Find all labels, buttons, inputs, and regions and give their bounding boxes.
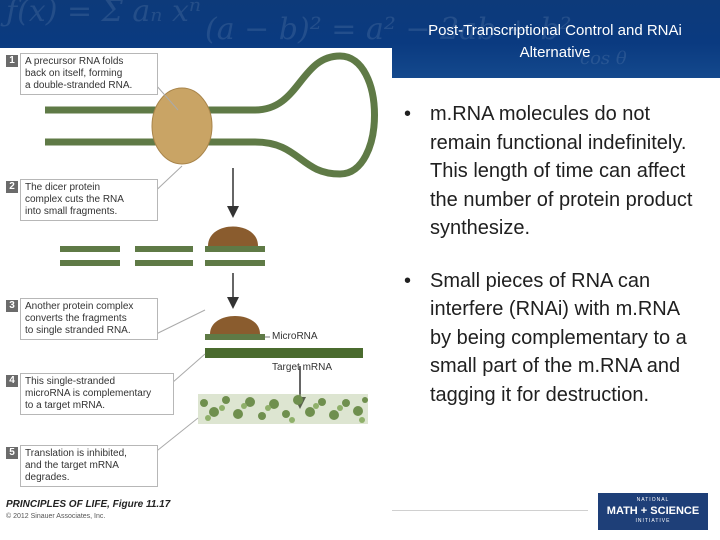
header-decoration-equation: cos θ <box>580 48 627 69</box>
dicer-protein <box>151 87 213 165</box>
step-text-line: A precursor RNA folds <box>25 56 124 67</box>
target-mrna-label: Target mRNA <box>272 362 333 373</box>
step-text-line: a double-stranded RNA. <box>25 80 133 91</box>
figure-credit: PRINCIPLES OF LIFE, Figure 11.17 <box>6 499 171 510</box>
footer-divider <box>392 510 588 511</box>
step-text-line: to single stranded RNA. <box>25 325 131 336</box>
slide-title-line: Alternative <box>519 44 591 61</box>
step-text-box: The dicer protein complex cuts the RNA i… <box>20 179 158 221</box>
step-text-box: A precursor RNA folds back on itself, fo… <box>20 53 158 95</box>
step-text-line: degrades. <box>25 472 70 483</box>
step-text-line: and the target mRNA <box>25 460 119 471</box>
microrna-strand <box>205 334 265 340</box>
bullet-text: m.RNA molecules do not remain functional… <box>430 103 693 239</box>
step-text-line: The dicer protein <box>25 182 101 193</box>
step-text-line: microRNA is complementary <box>25 388 152 399</box>
step-text-line: back on itself, forming <box>25 68 123 79</box>
step-text-box: This single-stranded microRNA is complem… <box>20 373 174 415</box>
bullet-item: • m.RNA molecules do not remain function… <box>404 100 704 243</box>
rnai-diagram <box>45 52 378 459</box>
step-number: 5 <box>6 447 18 459</box>
bullet-text: Small pieces of RNA can interfere (RNAi)… <box>430 269 687 406</box>
risc-protein <box>210 316 260 334</box>
rna-fragments <box>60 246 265 266</box>
step-text-line: complex cuts the RNA <box>25 194 124 205</box>
step-number: 3 <box>6 300 18 312</box>
microrna-label: MicroRNA <box>272 331 318 342</box>
figure-copyright: © 2012 Sinauer Associates, Inc. <box>6 513 106 520</box>
step-number: 2 <box>6 181 18 193</box>
step-text-line: This single-stranded <box>25 376 116 387</box>
header-decoration-equation: ƒ(x) = Σ aₙ xⁿ <box>6 0 202 29</box>
bullet-list: • m.RNA molecules do not remain function… <box>404 100 704 433</box>
slide-title: Post-Transcriptional Control and RNAi Al… <box>392 20 718 64</box>
step-text-line: Translation is inhibited, <box>25 448 127 459</box>
logo-line: INITIATIVE <box>635 518 671 524</box>
step-text-line: into small fragments. <box>25 206 118 217</box>
step-number: 4 <box>6 375 18 387</box>
slide-title-line: Post-Transcriptional Control and RNAi <box>428 22 682 39</box>
logo-line: NATIONAL <box>636 497 670 503</box>
logo-line: MATH + SCIENCE <box>606 505 700 517</box>
target-mrna <box>205 348 363 358</box>
hairpin-rna <box>45 52 378 178</box>
step-text-line: Another protein complex <box>25 301 134 312</box>
degraded-mrna <box>198 394 368 424</box>
header-decoration-equation: (a − b)² = a² − 2ab + b² <box>205 12 572 47</box>
step-text-line: to a target mRNA. <box>25 400 106 411</box>
step-number: 1 <box>6 55 18 67</box>
bullet-marker: • <box>404 269 412 292</box>
nmsi-logo: NATIONAL MATH + SCIENCE INITIATIVE <box>598 493 708 530</box>
step-text-line: converts the fragments <box>25 313 127 324</box>
step-text-box: Translation is inhibited, and the target… <box>20 445 158 487</box>
rnai-figure: 1 A precursor RNA folds back on itself, … <box>0 48 392 528</box>
step-text-box: Another protein complex converts the fra… <box>20 298 158 340</box>
bullet-item: • Small pieces of RNA can interfere (RNA… <box>404 267 704 410</box>
fragment-protein <box>208 226 258 246</box>
bullet-marker: • <box>404 103 412 125</box>
